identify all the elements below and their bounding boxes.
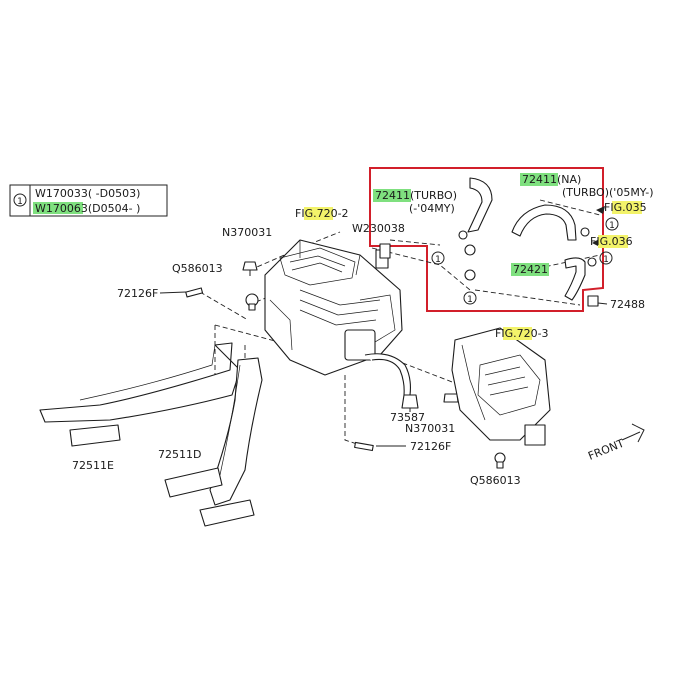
label-fig036: FIG.036 bbox=[590, 235, 633, 248]
highlight-fig720-2 bbox=[304, 207, 333, 220]
highlight-72421 bbox=[511, 263, 549, 276]
label-w230038: W230038 bbox=[352, 222, 405, 235]
circle-ref-a: 1 bbox=[431, 251, 445, 265]
circle-ref-a-text: 1 bbox=[435, 255, 441, 265]
hose-72411-turbo bbox=[467, 177, 493, 233]
blower-unit-assembly bbox=[451, 327, 551, 446]
circle-ref-c-text: 1 bbox=[609, 221, 615, 231]
label-fig720-3: FIG.720-3 bbox=[495, 327, 549, 340]
label-n370031-top: N370031 bbox=[222, 226, 272, 239]
clip-72488 bbox=[587, 295, 599, 307]
highlight-fig035 bbox=[612, 201, 642, 214]
arrow-to-fig035 bbox=[596, 206, 605, 214]
circle-ref-d-text: 1 bbox=[603, 255, 609, 265]
clip-w230038 bbox=[379, 243, 391, 259]
heater-unit-assembly bbox=[264, 239, 411, 396]
label-72411-turbo-range: (-'04MY) bbox=[409, 202, 455, 215]
label-fig720-2: FIG.720-2 bbox=[295, 207, 349, 220]
front-arrow: FRONT bbox=[586, 423, 645, 463]
clip-72126f-bottom bbox=[354, 441, 374, 452]
circle-ref-b-text: 1 bbox=[467, 295, 473, 305]
clip-72126f-top bbox=[185, 287, 204, 298]
front-label: FRONT bbox=[586, 437, 626, 463]
label-72411-na-range: (TURBO)('05MY-) bbox=[562, 186, 654, 199]
legend-row-1: W170033( -D0503) bbox=[35, 187, 140, 200]
label-fig035: FIG.035 bbox=[604, 201, 647, 214]
bolt-n370031-top bbox=[242, 261, 258, 276]
label-72511e: 72511E bbox=[72, 459, 114, 472]
label-72421: 72421 bbox=[513, 263, 548, 276]
bolt-q586013-bottom bbox=[494, 452, 506, 469]
label-n370031-bottom: N370031 bbox=[405, 422, 455, 435]
bolt-n370031-bottom bbox=[443, 393, 459, 403]
legend-circle-number: 1 bbox=[17, 197, 23, 207]
highlight-72411-na bbox=[520, 173, 558, 186]
legend-row-2: W170063(D0504- ) bbox=[35, 202, 140, 215]
label-72126f-bottom: 72126F bbox=[410, 440, 451, 453]
label-73587: 73587 bbox=[390, 411, 425, 424]
label-72126f-top: 72126F bbox=[117, 287, 158, 300]
circle-ref-c: 1 bbox=[605, 217, 619, 231]
duct-72511e bbox=[39, 342, 241, 447]
legend-row-2-code: W170063 bbox=[35, 202, 88, 215]
legend-row-2-highlight bbox=[33, 202, 83, 214]
hose-72421 bbox=[564, 257, 586, 301]
label-q586013-bottom: Q586013 bbox=[470, 474, 521, 487]
hose-72411-na bbox=[511, 204, 577, 241]
duct-72511d bbox=[164, 357, 263, 527]
legend-row-2-range: (D0504- ) bbox=[88, 202, 141, 215]
label-q586013-left: Q586013 bbox=[172, 262, 223, 275]
highlight-fig720-3 bbox=[503, 327, 532, 340]
circle-ref-b: 1 bbox=[463, 291, 477, 305]
label-72511d: 72511D bbox=[158, 448, 201, 461]
highlight-72411-turbo bbox=[373, 189, 411, 202]
label-72488: 72488 bbox=[610, 298, 645, 311]
hose-clamps bbox=[458, 227, 597, 281]
legend-box: 1 W170033( -D0503) W170063(D0504- ) bbox=[9, 184, 168, 217]
circle-ref-d: 1 bbox=[599, 251, 613, 265]
grommet-73587 bbox=[401, 394, 419, 412]
label-72411-na: 72411(NA) bbox=[522, 173, 581, 186]
bolt-q586013-left bbox=[245, 293, 259, 311]
label-72411-turbo: 72411(TURBO) bbox=[375, 189, 457, 202]
highlight-fig036 bbox=[598, 235, 628, 248]
